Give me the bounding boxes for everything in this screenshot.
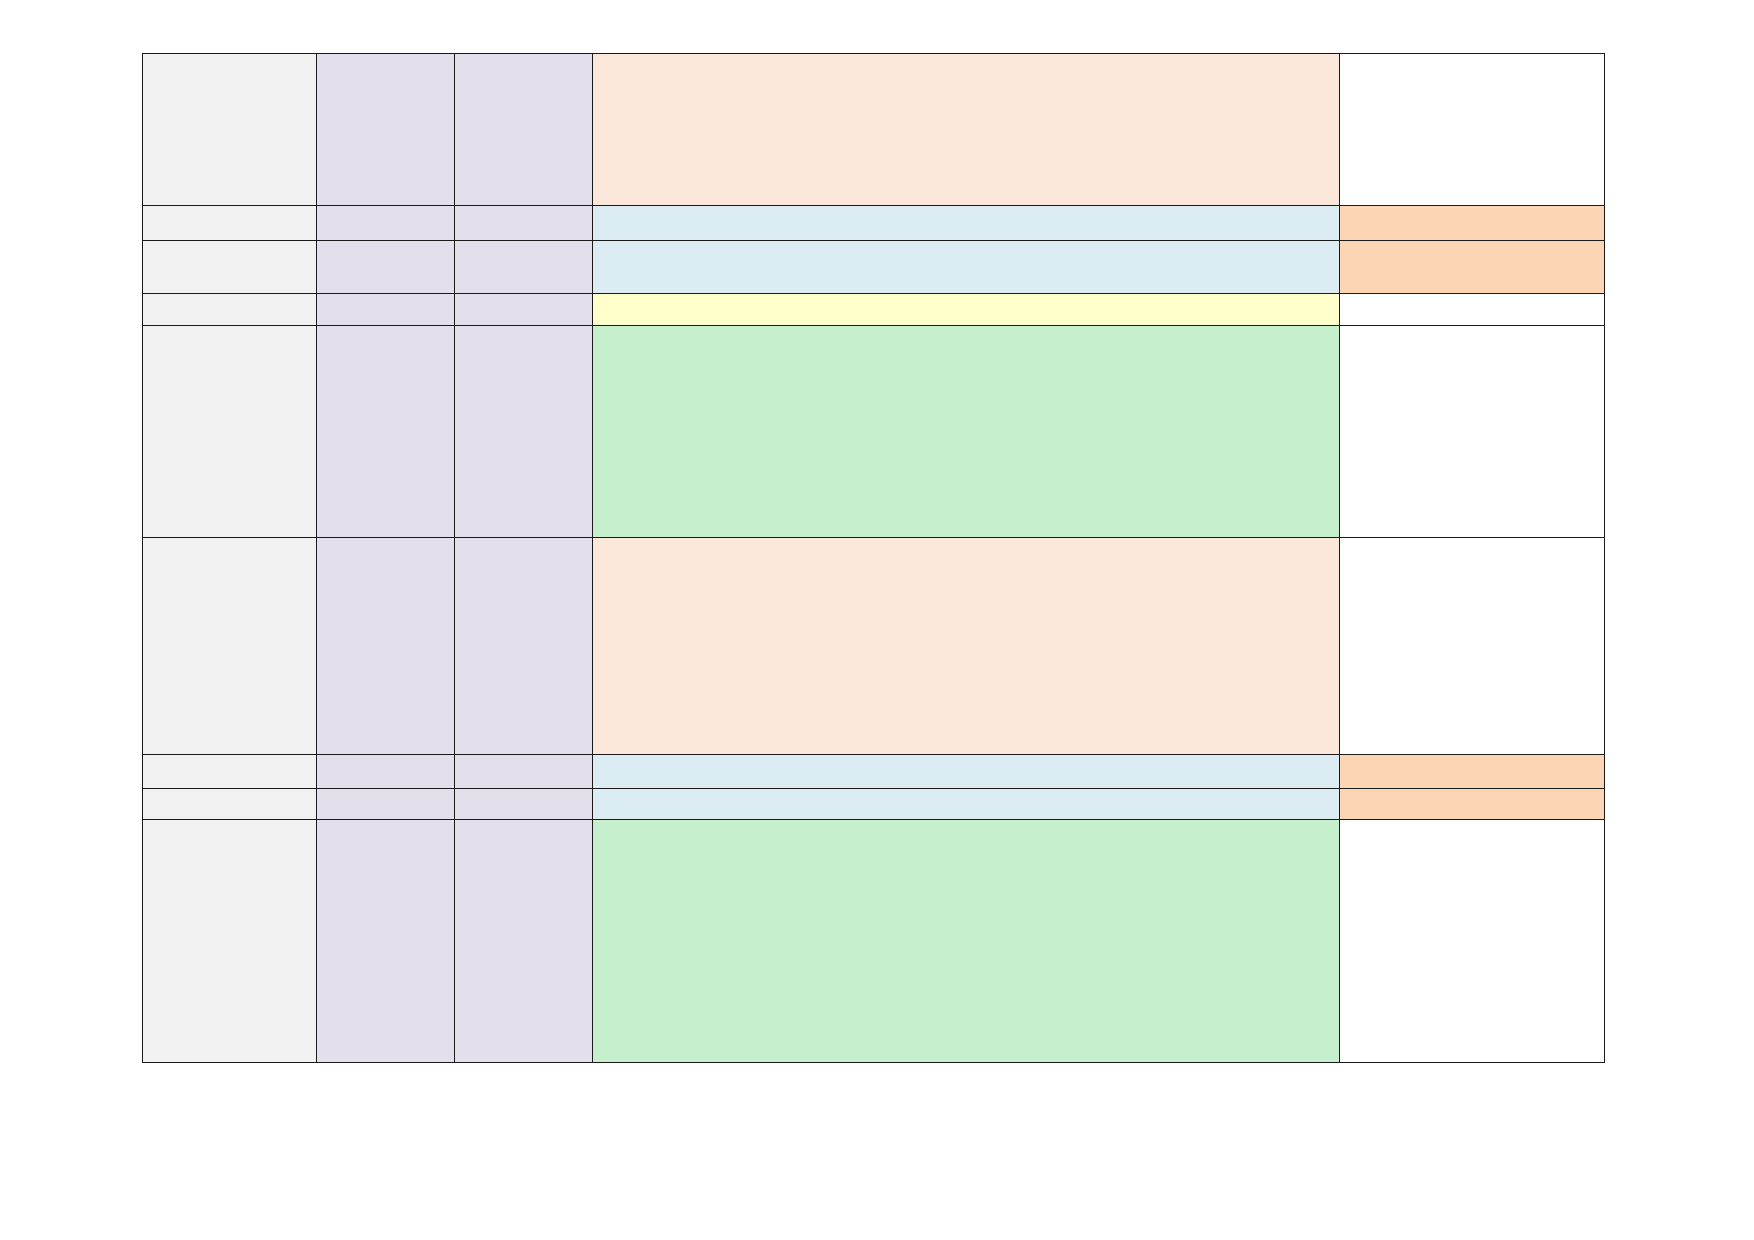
table-cell: [592, 754, 1340, 789]
table-cell: [316, 537, 455, 755]
table-cell: [1339, 53, 1605, 206]
table-cell: [142, 53, 317, 206]
table-cell: [454, 293, 593, 326]
table-cell: [592, 53, 1340, 206]
table-cell: [142, 240, 317, 294]
table-cell: [142, 819, 317, 1063]
table-cell: [316, 205, 455, 241]
table-cell: [1339, 325, 1605, 538]
table-cell: [316, 293, 455, 326]
table-cell: [454, 788, 593, 820]
table-cell: [142, 788, 317, 820]
table-cell: [454, 537, 593, 755]
table-cell: [316, 788, 455, 820]
table-cell: [1339, 205, 1605, 241]
table-cell: [142, 537, 317, 755]
table-cell: [592, 293, 1340, 326]
table-cell: [454, 53, 593, 206]
table-cell: [142, 205, 317, 241]
table-cell: [454, 205, 593, 241]
table-cell: [142, 325, 317, 538]
table-cell: [454, 754, 593, 789]
table-cell: [142, 754, 317, 789]
table-cell: [316, 240, 455, 294]
table-cell: [316, 819, 455, 1063]
table-cell: [592, 537, 1340, 755]
table-cell: [454, 819, 593, 1063]
table-cell: [454, 240, 593, 294]
table-cell: [1339, 788, 1605, 820]
table-cell: [316, 754, 455, 789]
table-cell: [592, 788, 1340, 820]
table-cell: [1339, 754, 1605, 789]
table-cell: [592, 325, 1340, 538]
table-cell: [454, 325, 593, 538]
table-cell: [1339, 819, 1605, 1063]
table-cell: [316, 325, 455, 538]
table-cell: [592, 205, 1340, 241]
table-cell: [1339, 537, 1605, 755]
table-cell: [316, 53, 455, 206]
table-cell: [1339, 240, 1605, 294]
table-cell: [592, 240, 1340, 294]
table-cell: [142, 293, 317, 326]
table-cell: [1339, 293, 1605, 326]
table-cell: [592, 819, 1340, 1063]
